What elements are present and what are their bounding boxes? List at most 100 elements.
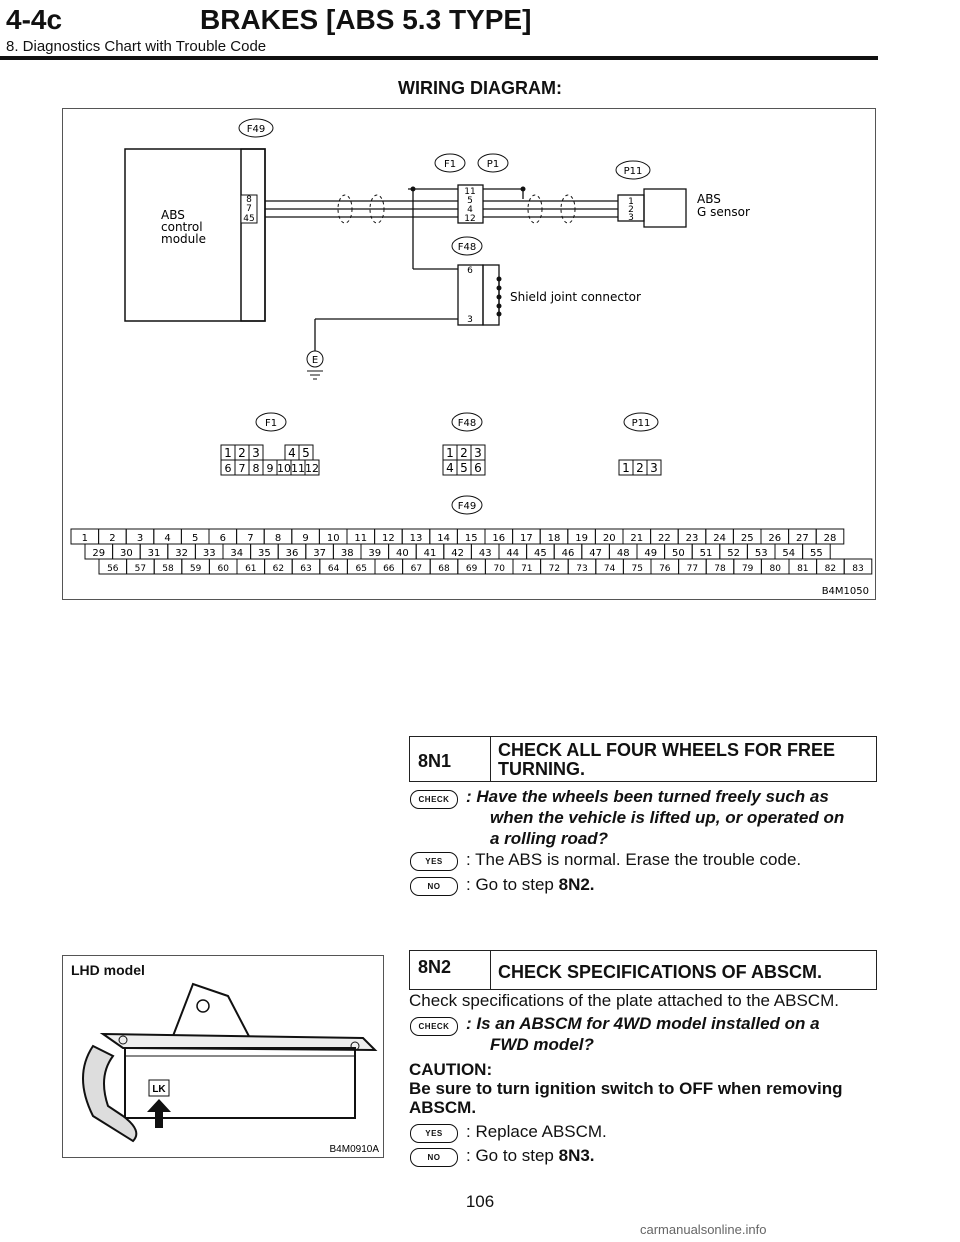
connector-pin: 56 (107, 564, 119, 574)
caution-line1: Be sure to turn ignition switch to OFF w… (409, 1079, 843, 1098)
connector-pin: 40 (396, 548, 409, 559)
connector-pin: 28 (824, 533, 837, 544)
p1-callout: P1 (487, 159, 499, 170)
connector-pin: 49 (644, 548, 657, 559)
connector-pin: 19 (575, 533, 588, 544)
connector-pin: 18 (548, 533, 561, 544)
connector-pin: 29 (92, 548, 105, 559)
connector-pin: 5 (302, 446, 310, 460)
connector-pin: 43 (479, 548, 492, 559)
step-8n2-check-line1: : Is an ABSCM for 4WD model installed on… (466, 1014, 820, 1033)
svg-text:6: 6 (467, 266, 473, 276)
connector-pin: 75 (631, 564, 642, 574)
svg-text:F49: F49 (458, 501, 476, 512)
step-8n1-title-line1: CHECK ALL FOUR WHEELS FOR FREE (498, 740, 835, 760)
connector-pin: 6 (474, 461, 482, 475)
module-pin-45: 45 (243, 214, 254, 224)
connector-pin: 44 (506, 548, 519, 559)
connector-pin: 14 (437, 533, 450, 544)
goto-step-8n2: 8N2. (558, 875, 595, 894)
caution-heading: CAUTION: (409, 1060, 493, 1079)
connector-pin: 7 (239, 462, 246, 475)
connector-pin: 22 (658, 533, 671, 544)
abscm-illustration: LK B4M0910A (82, 982, 380, 1155)
goto-step-8n3: 8N3. (558, 1146, 595, 1165)
connector-pin: 4 (288, 446, 296, 460)
step-8n2-yes-text: : Replace ABSCM. (466, 1122, 607, 1141)
no-prefix: : Go to step (466, 1146, 559, 1165)
connector-pin: 83 (852, 564, 863, 574)
step-8n1-box: 8N1 CHECK ALL FOUR WHEELS FOR FREE TURNI… (409, 736, 877, 782)
connector-pin: 50 (672, 548, 685, 559)
check-badge: CHECK (410, 1017, 458, 1036)
connector-pin: 39 (368, 548, 381, 559)
connector-pin: 41 (424, 548, 437, 559)
svg-text:F48: F48 (458, 418, 476, 429)
connector-pin: 5 (460, 461, 468, 475)
connector-pin: 2 (109, 533, 115, 544)
lhd-figure-id: B4M0910A (330, 1144, 380, 1155)
connector-pin: 11 (291, 462, 305, 475)
connector-pin: 57 (135, 564, 146, 574)
step-8n2-body: Check specifications of the plate attach… (409, 991, 839, 1010)
connector-pin: 59 (190, 564, 202, 574)
svg-text:G sensor: G sensor (697, 205, 750, 219)
page-title: BRAKES [ABS 5.3 TYPE] (200, 4, 532, 35)
connector-pin: 42 (451, 548, 464, 559)
connector-pin: 46 (562, 548, 575, 559)
svg-text:3: 3 (467, 315, 473, 325)
wiring-figure-id: B4M1050 (822, 586, 869, 597)
wiring-diagram: 8 7 45 ABS control module F49 F1 P1 P11 … (62, 108, 876, 600)
step-8n2-check-line2: FWD model? (490, 1035, 594, 1054)
svg-text:module: module (161, 232, 206, 246)
step-8n1-title-line2: TURNING. (498, 759, 585, 779)
connector-pin: 65 (355, 564, 366, 574)
connector-pin: 37 (313, 548, 326, 559)
connector-pin: 6 (220, 533, 226, 544)
connector-pin: 1 (446, 446, 454, 460)
connector-pin: 38 (341, 548, 354, 559)
wiring-diagram-heading: WIRING DIAGRAM: (398, 78, 562, 98)
step-8n1-number: 8N1 (418, 751, 452, 771)
p11-callout: P11 (624, 166, 643, 177)
connector-pin: 69 (466, 564, 478, 574)
connector-pin: 35 (258, 548, 271, 559)
connector-pin: 9 (302, 533, 308, 544)
module-pin-8: 8 (246, 195, 252, 205)
connector-pin: 55 (810, 548, 823, 559)
connector-pin: 79 (742, 564, 754, 574)
lhd-model-label: LHD model (71, 962, 145, 978)
connector-pin: 3 (650, 461, 658, 475)
connector-pin: 13 (410, 533, 423, 544)
connector-pin: 2 (460, 446, 468, 460)
connector-pin: 58 (162, 564, 174, 574)
connector-pin: 77 (687, 564, 698, 574)
step-8n1-check-line3: a rolling road? (490, 829, 609, 848)
connector-pin: 25 (741, 533, 754, 544)
section-code: 4-4c (6, 4, 63, 35)
svg-text:P11: P11 (632, 418, 651, 429)
connector-pin: 70 (493, 564, 505, 574)
ground-label: E (312, 355, 318, 366)
step-8n1-yes-text: : The ABS is normal. Erase the trouble c… (466, 850, 802, 869)
connector-pin: 45 (534, 548, 547, 559)
f49-callout: F49 (247, 124, 265, 135)
abs-module-label: ABS (161, 208, 185, 222)
connector-pin: 60 (217, 564, 229, 574)
watermark: carmanualsonline.info (640, 1222, 767, 1237)
connector-pin: 72 (549, 564, 560, 574)
no-badge: NO (410, 1148, 458, 1167)
connector-pin: 6 (225, 462, 232, 475)
connector-pin: 82 (825, 564, 836, 574)
no-prefix: : Go to step (466, 875, 559, 894)
connector-pin: 61 (245, 564, 256, 574)
connector-pin: 67 (411, 564, 422, 574)
step-8n1-check-line2: when the vehicle is lifted up, or operat… (490, 808, 845, 827)
connector-pin: 10 (327, 533, 340, 544)
svg-text:3: 3 (628, 213, 634, 223)
connector-pin: 81 (797, 564, 808, 574)
